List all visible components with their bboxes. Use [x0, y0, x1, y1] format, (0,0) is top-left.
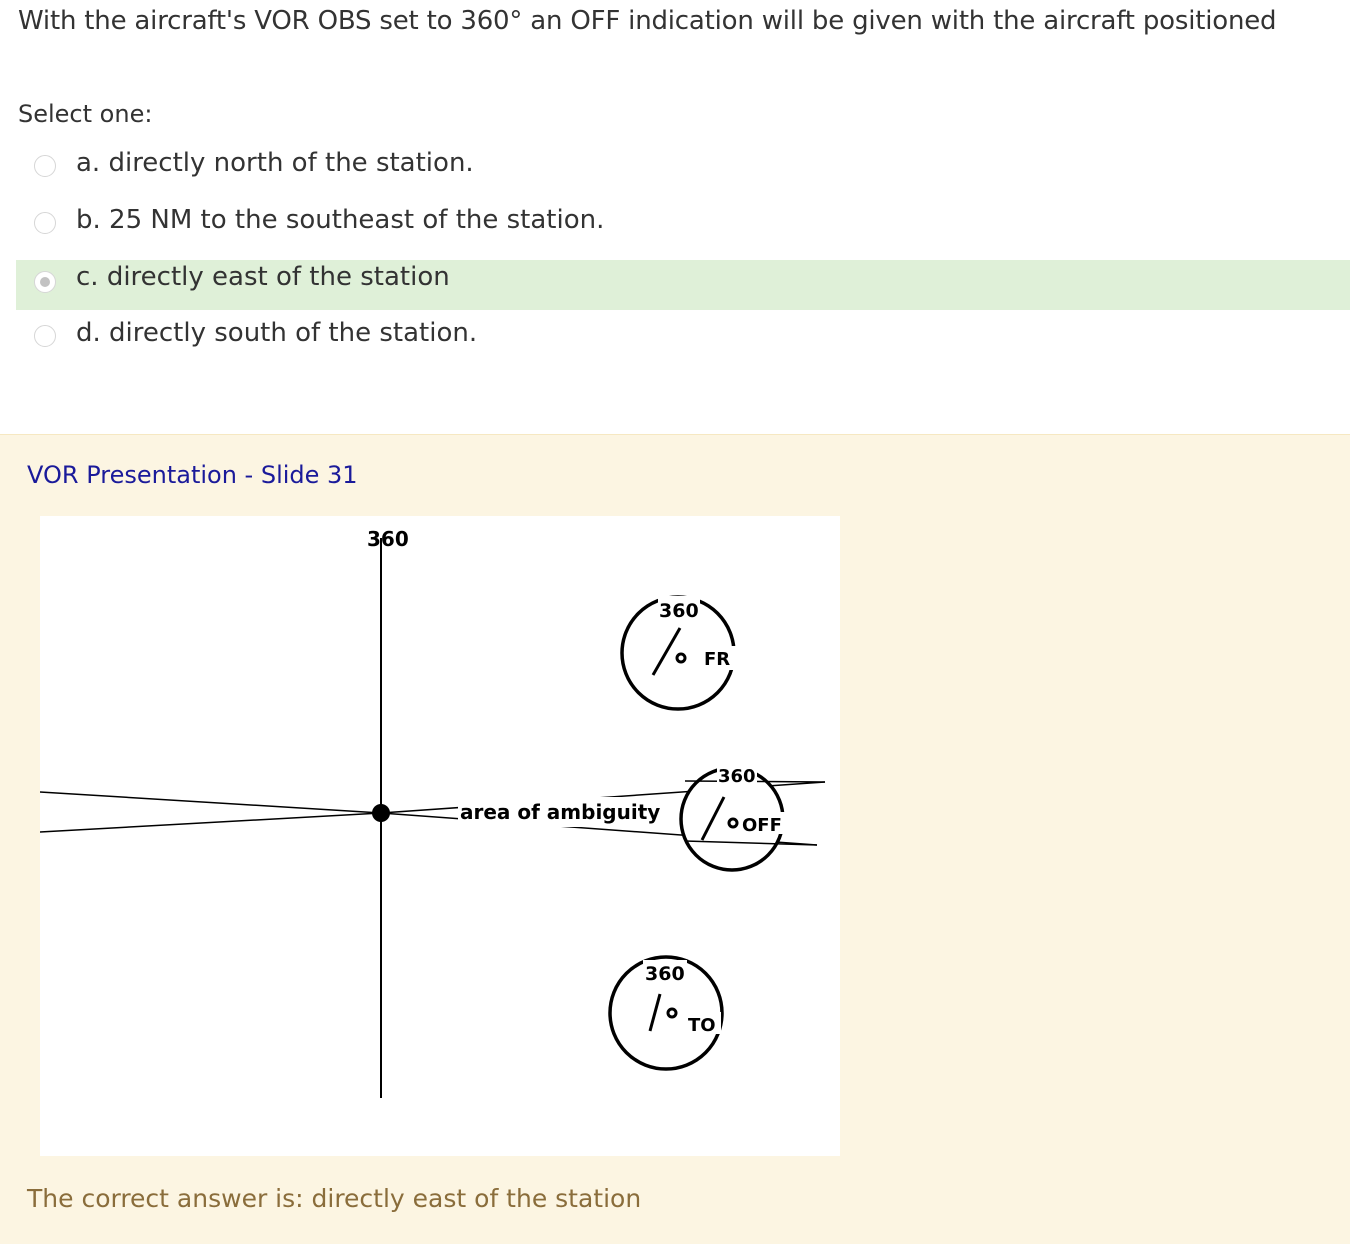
slide-reference-link[interactable]: VOR Presentation - Slide 31 [27, 461, 358, 489]
vor-indicator-off: 360 OFF [679, 766, 826, 872]
feedback-panel: VOR Presentation - Slide 31 360 area of … [0, 434, 1350, 1244]
answer-option-c[interactable]: c. directly east of the station [16, 260, 1350, 310]
vor-diagram: 360 area of ambiguity 360 [39, 516, 840, 1156]
ambiguity-line-upper-left [39, 791, 382, 814]
select-one-prompt: Select one: [18, 100, 153, 128]
vor-indicator-from: 360 FR [620, 595, 740, 711]
indicator-off-flag: OFF [742, 815, 782, 836]
indicator-to-flag: TO [688, 1015, 716, 1036]
answer-option-d[interactable]: d. directly south of the station. [16, 312, 1350, 362]
vor-indicator-to: 360 TO [608, 955, 724, 1071]
ambiguity-label: area of ambiguity [460, 800, 660, 824]
question-text: With the aircraft's VOR OBS set to 360° … [18, 6, 1277, 36]
indicator-to-obs: 360 [645, 963, 685, 985]
radio-button-c[interactable] [34, 271, 56, 293]
answer-label-d[interactable]: d. directly south of the station. [76, 318, 478, 348]
answer-label-a[interactable]: a. directly north of the station. [76, 148, 474, 178]
answer-option-b[interactable]: b. 25 NM to the southeast of the station… [16, 199, 1350, 249]
ambiguity-line-lower-left [39, 812, 382, 833]
answer-label-c[interactable]: c. directly east of the station [76, 262, 450, 292]
correct-answer-text: The correct answer is: directly east of … [27, 1184, 642, 1213]
indicator-from-obs: 360 [659, 600, 699, 622]
indicator-off-obs: 360 [718, 766, 756, 787]
answer-label-b[interactable]: b. 25 NM to the southeast of the station… [76, 205, 605, 235]
radial-label: 360 [367, 527, 409, 551]
radio-button-b[interactable] [34, 212, 56, 234]
radio-button-d[interactable] [34, 325, 56, 347]
answer-option-a[interactable]: a. directly north of the station. [16, 142, 1350, 192]
ambiguity-label-bg [458, 797, 662, 827]
radio-button-a[interactable] [34, 155, 56, 177]
vor-station-dot [372, 804, 390, 822]
indicator-from-flag: FR [704, 649, 730, 670]
vor-diagram-svg: 360 area of ambiguity 360 [39, 527, 826, 1098]
